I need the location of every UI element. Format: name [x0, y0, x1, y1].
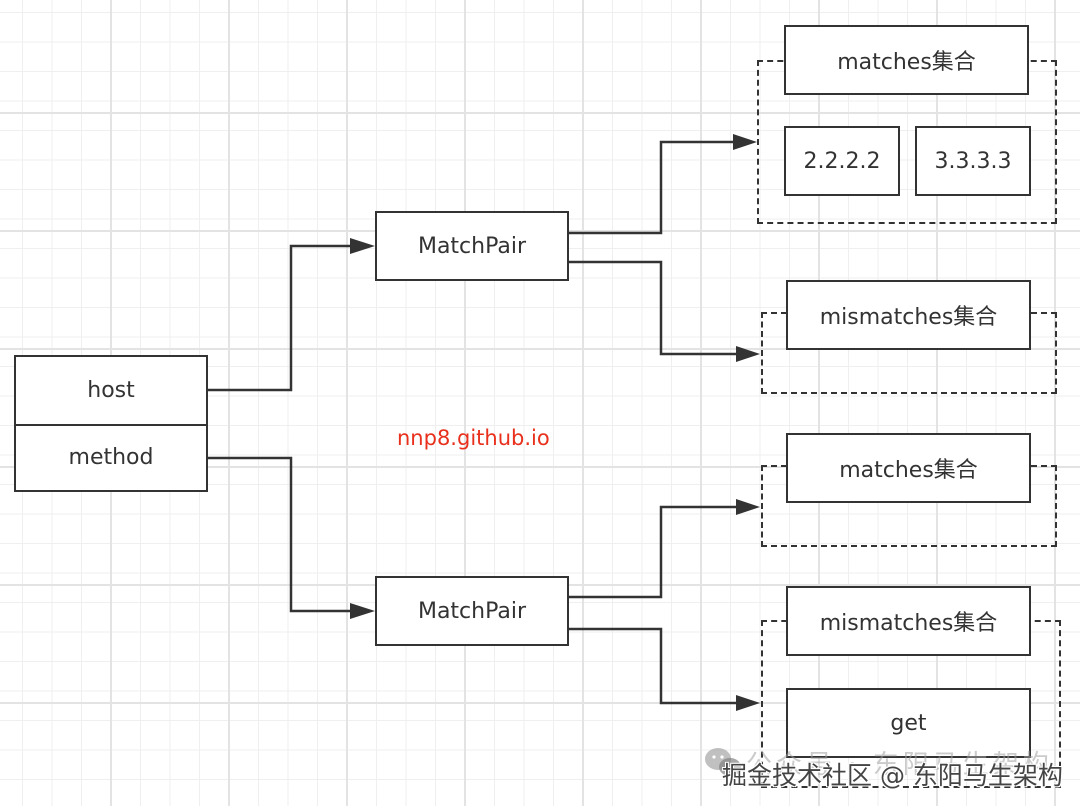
- matches-item-1: 2.2.2.2: [784, 126, 900, 196]
- matches-group-2-title: matches集合: [786, 433, 1031, 503]
- arrowhead-icon: [736, 499, 760, 515]
- watermark-background-text: 公众号 · 东阳马生架构: [746, 750, 1053, 780]
- matches-item-2: 3.3.3.3: [915, 126, 1031, 196]
- connector-matchpair-1-to-mismatches: [568, 260, 738, 356]
- connector-matchpair-1-to-matches: [568, 140, 735, 235]
- matchpair-node-1: MatchPair: [375, 211, 569, 281]
- matches-group-1-title: matches集合: [784, 25, 1029, 95]
- annotation-label: nnp8.github.io: [397, 426, 550, 450]
- source-record: host method: [14, 355, 208, 492]
- arrowhead-icon: [736, 695, 760, 711]
- mismatches-item-1: get: [786, 688, 1031, 758]
- connector-host-to-matchpair-1: [208, 244, 352, 392]
- arrowhead-icon: [350, 603, 375, 619]
- arrowhead-icon: [733, 134, 757, 150]
- arrowhead-icon: [736, 346, 760, 362]
- field-host: host: [87, 377, 135, 403]
- arrowhead-icon: [350, 238, 375, 254]
- mismatches-group-2-title: mismatches集合: [786, 586, 1031, 656]
- watermark-foreground-text: 掘金技术社区 @ 东阳马生架构: [722, 761, 1063, 790]
- matchpair-node-2: MatchPair: [375, 576, 569, 646]
- wechat-icon: [705, 748, 741, 776]
- watermark: 公众号 · 东阳马生架构 掘金技术社区 @ 东阳马生架构: [704, 742, 1074, 802]
- field-method: method: [16, 423, 206, 491]
- connector-matchpair-2-to-mismatches: [568, 627, 738, 705]
- mismatches-group-1-title: mismatches集合: [786, 280, 1031, 350]
- connector-matchpair-2-to-matches: [568, 505, 738, 599]
- connector-method-to-matchpair-2: [208, 456, 352, 613]
